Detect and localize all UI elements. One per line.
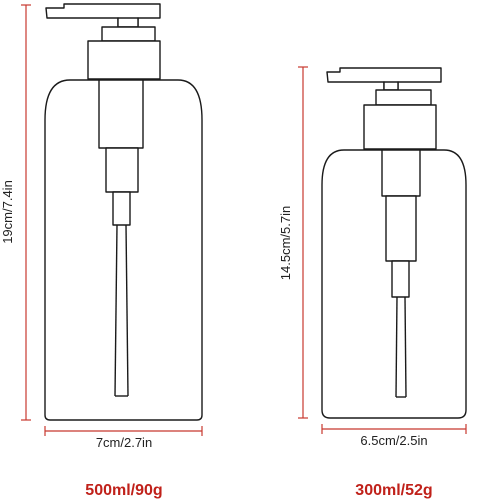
- large-bottle-body: [44, 79, 203, 421]
- large-width-label: 7cm/2.7in: [96, 435, 152, 450]
- small-dip-tube-lower: [391, 260, 410, 298]
- large-dip-tube-mid: [105, 147, 139, 193]
- small-dip-tube-mid: [385, 195, 417, 262]
- small-dip-tube-left: [395, 296, 398, 398]
- small-width-dimension: [321, 424, 467, 434]
- large-pump-nozzle: [45, 3, 161, 28]
- small-pump-stem: [383, 81, 399, 91]
- small-capacity-caption: 300ml/52g: [355, 482, 432, 499]
- large-height-dimension: [21, 4, 31, 421]
- small-bottle: [321, 67, 467, 419]
- large-dip-tube-upper: [98, 79, 144, 149]
- large-dip-tube-left: [114, 224, 118, 397]
- large-pump-stem: [117, 17, 139, 28]
- large-dip-tube-right: [125, 224, 129, 397]
- large-bottle: [44, 3, 203, 421]
- small-width-label: 6.5cm/2.5in: [360, 433, 427, 448]
- large-width-dimension: [44, 426, 203, 436]
- large-dip-tube-lower: [112, 191, 131, 226]
- small-height-label: 14.5cm/5.7in: [278, 206, 293, 280]
- large-capacity-caption: 500ml/90g: [85, 482, 162, 499]
- large-bottle-cap: [87, 40, 161, 80]
- small-dip-tube-right: [404, 296, 407, 398]
- small-pump-collar: [375, 89, 432, 106]
- small-height-dimension: [298, 66, 308, 419]
- small-dip-tube-upper: [381, 149, 421, 197]
- large-pump-collar: [101, 26, 156, 42]
- large-height-label: 19cm/7.4in: [0, 180, 15, 244]
- small-bottle-cap: [363, 104, 437, 150]
